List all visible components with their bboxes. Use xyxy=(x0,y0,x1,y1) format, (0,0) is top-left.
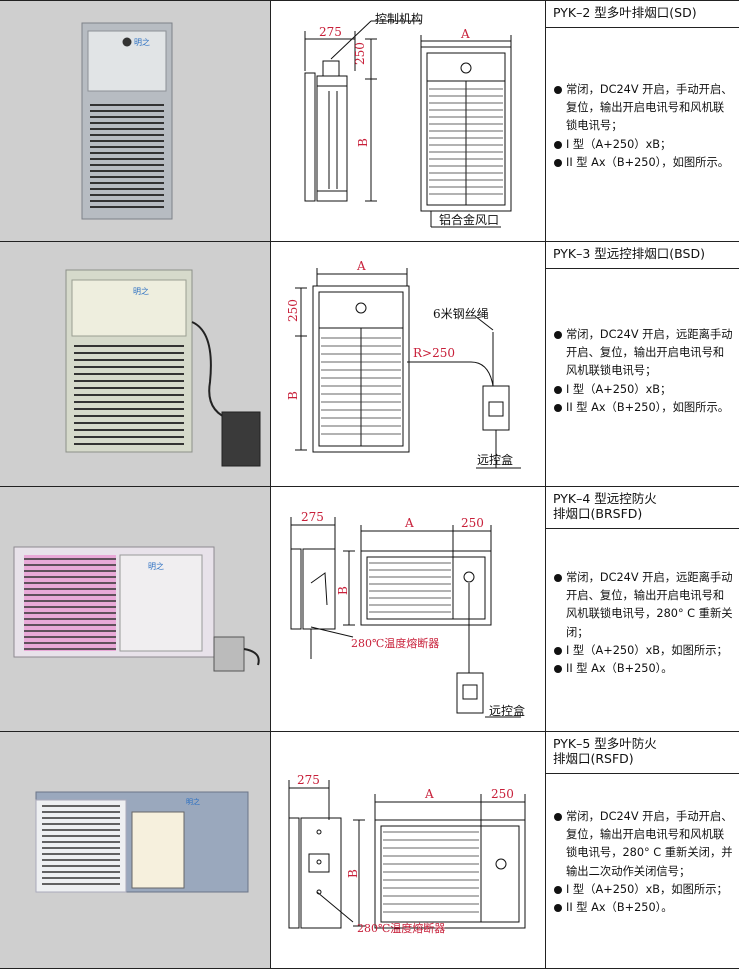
pyk4-drawing: 275 A 250 B 280℃温度熔断器 远控盒 xyxy=(290,510,525,718)
spec-bullet: 常闭，DC24V 开启，远距离手动开启、复位，输出开启电讯号和风机联锁电讯号； xyxy=(554,326,735,381)
product-photo: 明之 xyxy=(0,1,271,242)
product-photo: 明之 xyxy=(0,732,271,968)
spec-bullet: 常闭，DC24V 开启，手动开启、复位，输出开启电讯号和风机联锁电讯号，280°… xyxy=(554,808,735,881)
product-row-pyk5: 明之 xyxy=(0,731,739,969)
product-title: PYK–3 型远控排烟口(BSD) xyxy=(546,242,739,269)
photo-logo: 明之 xyxy=(148,561,164,571)
spec-bullets: 常闭，DC24V 开启，手动开启、复位，输出开启电讯号和风机联锁电讯号； I 型… xyxy=(554,81,735,172)
pyk3-drawing: A 250 B 6米钢丝绳 R>250 远控盒 xyxy=(286,259,521,469)
dim-side-label: 275 xyxy=(301,510,324,524)
remote-box-label: 远控盒 xyxy=(477,452,513,467)
remote-box-label: 远控盒 xyxy=(489,703,525,718)
spec-bullet: I 型（A+250）xB； xyxy=(554,381,735,399)
spec-bullets: 常闭，DC24V 开启，手动开启、复位，输出开启电讯号和风机联锁电讯号，280°… xyxy=(554,808,735,917)
product-row-pyk2: 明之 xyxy=(0,0,739,242)
control-mechanism-label: 控制机构 xyxy=(375,11,423,26)
dim-width-label: A xyxy=(356,259,366,273)
product-photo: 明之 xyxy=(0,487,271,732)
dim-height-label: B xyxy=(346,869,360,878)
spec-column: PYK–5 型多叶防火 排烟口(RSFD) 常闭，DC24V 开启，手动开启、复… xyxy=(546,732,739,968)
spec-bullets: 常闭，DC24V 开启，远距离手动开启、复位，输出开启电讯号和风机联锁电讯号； … xyxy=(554,326,735,417)
photo-logo: 明之 xyxy=(186,797,200,806)
technical-drawing: 275 A 250 B 280℃温度熔断器 xyxy=(271,732,546,968)
fuse-label: 280℃温度熔断器 xyxy=(357,921,445,935)
dim-top-label: 250 xyxy=(286,299,300,322)
technical-drawing: A 250 B 6米钢丝绳 R>250 远控盒 xyxy=(271,242,546,487)
product-title-line: 排烟口(BRSFD) xyxy=(553,506,643,521)
spec-column: PYK–3 型远控排烟口(BSD) 常闭，DC24V 开启，远距离手动开启、复位… xyxy=(546,242,739,487)
wire-rope-label: 6米钢丝绳 xyxy=(433,307,489,321)
spec-bullet: II 型 Ax（B+250）。 xyxy=(554,660,735,678)
dim-top-label: 250 xyxy=(353,42,367,65)
product-photo: 明之 xyxy=(0,242,271,487)
radius-label: R>250 xyxy=(413,346,455,360)
dim-width-label: A xyxy=(424,787,434,801)
pyk2-photo-illustration: 明之 xyxy=(81,22,173,220)
aluminum-outlet-label: 铝合金风口 xyxy=(439,212,499,227)
technical-drawing: 275 A 250 B 280℃温度熔断器 远控盒 xyxy=(271,487,546,732)
spec-bullet: 常闭，DC24V 开启，手动开启、复位，输出开启电讯号和风机联锁电讯号； xyxy=(554,81,735,136)
dim-height-label: B xyxy=(336,586,350,595)
spec-bullet: II 型 Ax（B+250），如图所示。 xyxy=(554,399,735,417)
technical-drawing: 275 控制机构 250 B xyxy=(271,1,546,242)
photo-logo: 明之 xyxy=(134,37,150,47)
spec-bullet: II 型 Ax（B+250），如图所示。 xyxy=(554,154,735,172)
spec-bullet: I 型（A+250）xB，如图所示； xyxy=(554,642,735,660)
product-title: PYK–5 型多叶防火 排烟口(RSFD) xyxy=(546,732,739,774)
product-title-line: PYK–4 型远控防火 xyxy=(553,491,657,506)
product-row-pyk3: 明之 xyxy=(0,241,739,487)
dim-side-label: 275 xyxy=(319,25,342,39)
product-title-line: 排烟口(RSFD) xyxy=(553,751,634,766)
pyk5-drawing: 275 A 250 B 280℃温度熔断器 xyxy=(288,773,526,935)
spec-column: PYK–2 型多叶排烟口(SD) 常闭，DC24V 开启，手动开启、复位，输出开… xyxy=(546,1,739,242)
pyk3-photo-illustration: 明之 xyxy=(65,269,261,467)
dim-width-label: A xyxy=(460,27,470,41)
photo-logo: 明之 xyxy=(133,286,149,296)
product-title: PYK–2 型多叶排烟口(SD) xyxy=(546,1,739,28)
pyk5-photo-illustration: 明之 xyxy=(35,791,249,893)
pyk4-photo-illustration: 明之 xyxy=(13,546,260,672)
product-title-line: PYK–5 型多叶防火 xyxy=(553,736,657,751)
dim-side-label: 275 xyxy=(297,773,320,787)
spec-bullets: 常闭，DC24V 开启，远距离手动开启、复位，输出开启电讯号和风机联锁电讯号，2… xyxy=(554,569,735,678)
fuse-label: 280℃温度熔断器 xyxy=(351,636,439,650)
spec-bullet: I 型（A+250）xB，如图所示； xyxy=(554,881,735,899)
spec-bullet: II 型 Ax（B+250）。 xyxy=(554,899,735,917)
dim-right-label: 250 xyxy=(491,787,514,801)
spec-bullet: I 型（A+250）xB； xyxy=(554,136,735,154)
product-row-pyk4: 明之 xyxy=(0,486,739,732)
dim-height-label: B xyxy=(286,391,300,400)
dim-height-label: B xyxy=(356,138,370,147)
pyk2-drawing: 275 控制机构 250 B xyxy=(304,11,512,228)
dim-width-label: A xyxy=(404,516,414,530)
spec-column: PYK–4 型远控防火 排烟口(BRSFD) 常闭，DC24V 开启，远距离手动… xyxy=(546,487,739,732)
product-title: PYK–4 型远控防火 排烟口(BRSFD) xyxy=(546,487,739,529)
dim-right-label: 250 xyxy=(461,516,484,530)
spec-bullet: 常闭，DC24V 开启，远距离手动开启、复位，输出开启电讯号和风机联锁电讯号，2… xyxy=(554,569,735,642)
